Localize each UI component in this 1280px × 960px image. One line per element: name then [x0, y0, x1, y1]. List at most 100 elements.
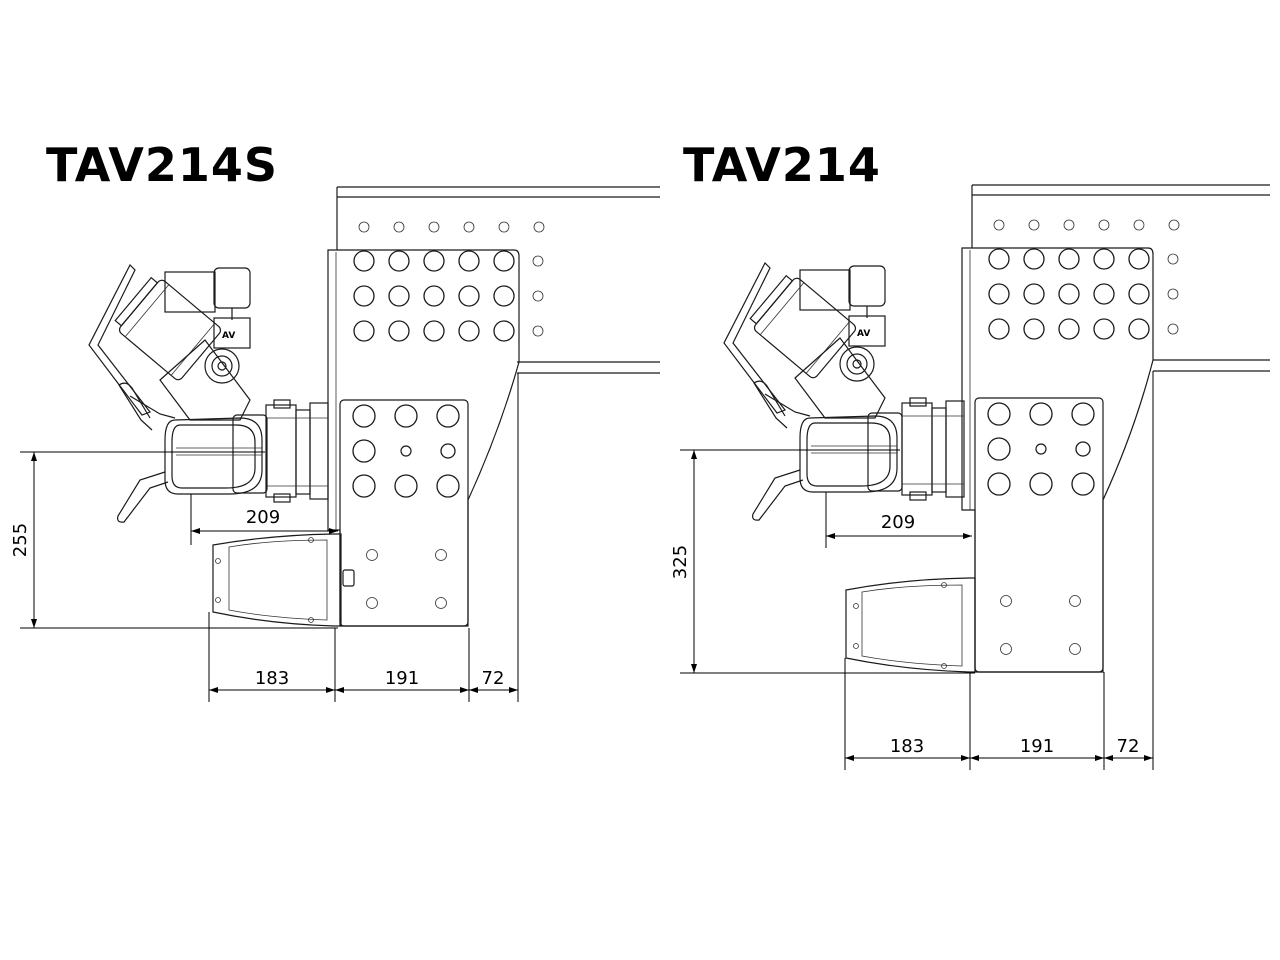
dim-209: 209 [881, 512, 915, 533]
drawing-tav214s: AV [10, 186, 660, 702]
plate-hole [388, 320, 410, 342]
wire-feeder-box [212, 533, 342, 627]
rail-hole [498, 221, 510, 233]
plate-hole [493, 320, 515, 342]
rail-hole [1098, 219, 1110, 231]
plate-hole [353, 250, 375, 272]
plate-hole [988, 283, 1010, 305]
rail-hole [463, 221, 475, 233]
plate-hole [493, 250, 515, 272]
rail-hole [393, 221, 405, 233]
bolt-hole [1069, 595, 1081, 607]
dim-209: 209 [246, 507, 280, 528]
handle-icon [752, 380, 811, 521]
plate-hole [1058, 283, 1080, 305]
plate-hole [440, 443, 456, 459]
dimension-lines [680, 371, 1154, 770]
lower-plate [339, 399, 469, 627]
plate-hole [988, 248, 1010, 270]
plate-hole [1058, 248, 1080, 270]
bolt-hole [1069, 643, 1081, 655]
bolt-hole [1000, 595, 1012, 607]
plate-hole [353, 285, 375, 307]
rail-hole [358, 221, 370, 233]
plate-hole [987, 402, 1011, 426]
plate-hole [1128, 283, 1150, 305]
plate-hole [423, 250, 445, 272]
plate-hole [1029, 402, 1053, 426]
dim-191: 191 [385, 668, 419, 689]
title-tav214s: TAV214S [46, 138, 279, 192]
handle-icon [117, 382, 176, 523]
plate-hole [352, 474, 376, 498]
plate-hole [987, 437, 1011, 461]
dim-183: 183 [890, 736, 924, 757]
torch-body [164, 414, 268, 495]
plate-hole [352, 439, 376, 463]
plate-hole [1093, 248, 1115, 270]
plate-hole [988, 318, 1010, 340]
plate-hole [1023, 248, 1045, 270]
bolt-hole [366, 549, 378, 561]
plate-hole [458, 320, 480, 342]
svg-text:AV: AV [222, 331, 235, 341]
bolt-hole [435, 549, 447, 561]
plate-hole [436, 474, 460, 498]
drawing-tav214: AV 209 32 [670, 184, 1270, 770]
mounting-plate-icon [961, 247, 1154, 673]
title-tav214: TAV214 [683, 138, 881, 192]
rail-beam [336, 186, 660, 374]
plate-hole [1029, 472, 1053, 496]
plate-hole [1128, 248, 1150, 270]
plate-hole [394, 474, 418, 498]
rail-beam [971, 184, 1270, 372]
plate-hole [353, 320, 375, 342]
rail-hole [1133, 219, 1145, 231]
carriage-block [901, 397, 965, 501]
dim-72: 72 [1117, 736, 1140, 757]
plate-hole [423, 320, 445, 342]
rail-hole [1167, 253, 1179, 265]
plate-hole [1093, 318, 1115, 340]
bolt-hole [1000, 643, 1012, 655]
screw-icon [1035, 443, 1047, 455]
dim-183: 183 [255, 668, 289, 689]
dim-72: 72 [482, 668, 505, 689]
rail-hole [1028, 219, 1040, 231]
rail-hole [1167, 288, 1179, 300]
plate-hole [436, 404, 460, 428]
lower-plate [974, 397, 1104, 673]
plate-hole [458, 285, 480, 307]
plate-hole [394, 404, 418, 428]
plate-hole [1071, 472, 1095, 496]
dim-191: 191 [1020, 736, 1054, 757]
plate-hole [1128, 318, 1150, 340]
rail-hole [532, 325, 544, 337]
plate-hole [1058, 318, 1080, 340]
screw-icon [400, 445, 412, 457]
plate-hole [458, 250, 480, 272]
dim-255: 255 [10, 523, 31, 557]
plate-hole [388, 250, 410, 272]
carriage-block [265, 399, 329, 503]
motor-unit-icon: AV [723, 261, 886, 419]
rail-hole [993, 219, 1005, 231]
rail-hole [1168, 219, 1180, 231]
rail-hole [428, 221, 440, 233]
rail-hole [532, 290, 544, 302]
plate-hole [493, 285, 515, 307]
svg-text:AV: AV [857, 329, 870, 339]
dimension-lines [20, 373, 519, 702]
plate-hole [1075, 441, 1091, 457]
rail-hole [1167, 323, 1179, 335]
wire-feeder-box [845, 577, 976, 673]
torch-body [799, 412, 903, 493]
plate-hole [1023, 318, 1045, 340]
plate-hole [352, 404, 376, 428]
dim-325: 325 [670, 545, 691, 579]
plate-hole [1023, 283, 1045, 305]
motor-unit-icon: AV [88, 263, 251, 421]
bolt-hole [366, 597, 378, 609]
plate-hole [423, 285, 445, 307]
